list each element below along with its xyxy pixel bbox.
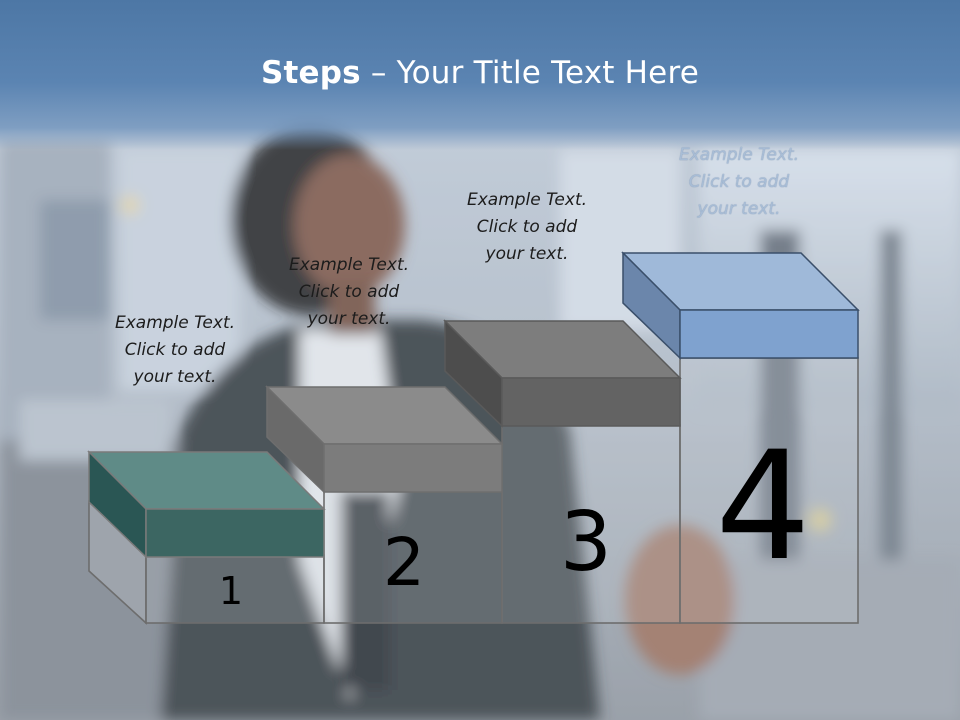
step-4-block[interactable] (621, 251, 860, 360)
step-4-line-2: Click to add (688, 172, 790, 192)
slide-title[interactable]: Steps – Your Title Text Here (0, 55, 960, 91)
step-2-line-1: Example Text. (288, 255, 410, 275)
step-1-line-3: your text. (133, 367, 217, 387)
step-2-line-3: your text. (307, 309, 391, 329)
step-2-text[interactable]: Example Text. Click to add your text. (264, 252, 434, 333)
title-band (0, 0, 960, 150)
step-3-line-2: Click to add (476, 217, 578, 237)
step-3-text[interactable]: Example Text. Click to add your text. (442, 187, 612, 268)
step-3-block[interactable] (443, 319, 682, 428)
step-3-line-3: your text. (485, 244, 569, 264)
steps-outline (88, 357, 859, 625)
step-4-line-1: Example Text. (678, 145, 800, 165)
step-4-text[interactable]: Example Text. Click to add your text. (654, 142, 824, 223)
step-4-line-3: your text. (697, 199, 781, 219)
step-2-line-2: Click to add (298, 282, 400, 302)
step-2-block[interactable] (265, 385, 504, 494)
step-3-line-1: Example Text. (466, 190, 588, 210)
step-3-number: 3 (560, 495, 612, 590)
title-bold: Steps (260, 55, 361, 91)
step-1-number: 1 (219, 569, 243, 613)
step-1-text[interactable]: Example Text. Click to add your text. (90, 310, 260, 391)
step-2-number: 2 (383, 524, 425, 601)
step-1-line-1: Example Text. (114, 313, 236, 333)
step-4-number: 4 (715, 420, 810, 594)
step-1-block[interactable] (87, 450, 326, 559)
step-1-line-2: Click to add (124, 340, 226, 360)
title-rest: – Your Title Text Here (360, 55, 699, 91)
